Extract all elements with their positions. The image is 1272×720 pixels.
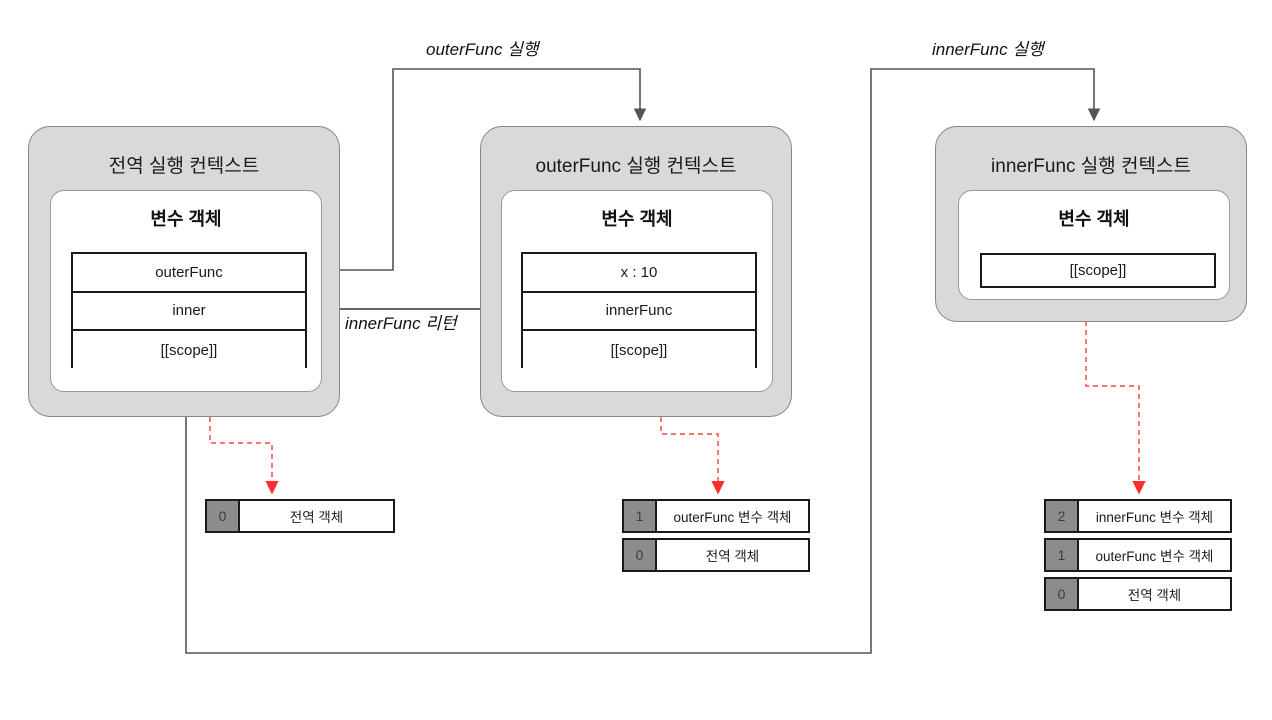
scope-chain-index: 1 [1046,540,1079,570]
edge-label-innerfunc-return: innerFunc 리턴 [345,314,457,333]
scope-chain-index: 1 [624,501,657,531]
property-row[interactable]: x : 10 [523,254,755,293]
scope-chain-index: 0 [1046,579,1079,609]
property-row[interactable]: innerFunc [523,292,755,332]
scope-chain-row[interactable]: 0 전역 객체 [1044,577,1232,611]
execution-context-innerfunc-title: innerFunc 실행 컨텍스트 [991,156,1191,177]
execution-context-outerfunc-title: outerFunc 실행 컨텍스트 [535,156,737,177]
scope-chain-index: 2 [1046,501,1079,531]
variable-object-global-title: 변수 객체 [150,209,222,229]
scope-chain-row[interactable]: 0 전역 객체 [205,499,395,533]
property-table-innerfunc: [[scope]] [980,253,1216,288]
scope-chain-row[interactable]: 1 outerFunc 변수 객체 [622,499,810,533]
scope-chain-label: outerFunc 변수 객체 [673,510,792,525]
scope-chain-label: innerFunc 변수 객체 [1095,510,1214,525]
scope-chain-label: 전역 객체 [289,510,344,525]
scope-chain-outerfunc: 1 outerFunc 변수 객체 0 전역 객체 [622,499,810,572]
variable-object-outerfunc-title: 변수 객체 [601,209,673,229]
scope-chain-row[interactable]: 2 innerFunc 변수 객체 [1044,499,1232,533]
scope-chain-label: 전역 객체 [1127,588,1182,603]
execution-context-global-title: 전역 실행 컨텍스트 [108,156,260,177]
property-row[interactable]: [[scope]] [73,331,305,370]
scope-chain-label: 전역 객체 [705,549,760,564]
property-table-outerfunc: x : 10 innerFunc [[scope]] [521,252,757,370]
scope-chain-row[interactable]: 0 전역 객체 [622,538,810,572]
scope-chain-global: 0 전역 객체 [205,499,395,533]
property-row[interactable]: outerFunc [73,254,305,293]
edge-label-innerfunc-exec: innerFunc 실행 [932,40,1044,59]
variable-object-innerfunc-title: 변수 객체 [1058,209,1130,229]
edge-label-outerfunc-exec: outerFunc 실행 [426,40,539,59]
scope-chain-index: 0 [624,540,657,570]
property-table-global: outerFunc inner [[scope]] [71,252,307,370]
property-row[interactable]: inner [73,292,305,332]
property-row[interactable]: [[scope]] [982,255,1214,286]
scope-chain-index: 0 [207,501,240,531]
scope-chain-row[interactable]: 1 outerFunc 변수 객체 [1044,538,1232,572]
scope-chain-label: outerFunc 변수 객체 [1095,549,1214,564]
property-row[interactable]: [[scope]] [523,331,755,370]
scope-chain-innerfunc: 2 innerFunc 변수 객체 1 outerFunc 변수 객체 0 전역… [1044,499,1232,611]
